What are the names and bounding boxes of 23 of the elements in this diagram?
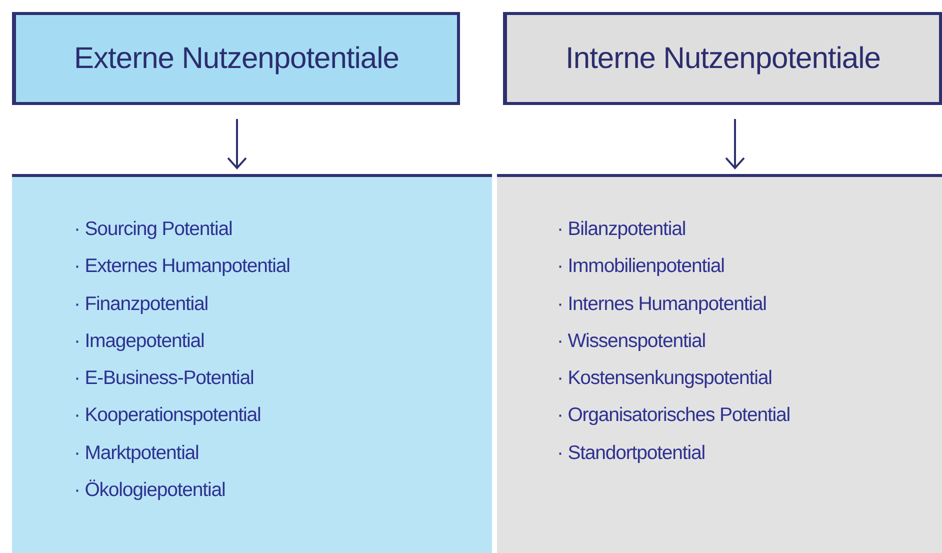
arrow: [725, 119, 745, 169]
header-box: [503, 12, 942, 105]
arrow: [227, 119, 247, 169]
list-panel: [12, 174, 492, 553]
list-item: · Finanzpotential: [74, 292, 209, 317]
list-item: · Wissenspotential: [557, 328, 707, 354]
list-item: · Standortpotential: [557, 440, 706, 466]
header-box: [12, 12, 460, 105]
list-item: · Organisatorisches Potential: [557, 403, 791, 428]
list-item: · Internes Humanpotential: [557, 292, 768, 317]
list-item: · Kostensenkungspotential: [557, 366, 773, 392]
list-item: · Bilanzpotential: [557, 217, 687, 242]
list-item: · Imagepotential: [74, 328, 206, 354]
list-item: · E-Business-Potential: [74, 366, 255, 392]
list-item: · Immobilienpotential: [557, 254, 726, 280]
list-item: · Ökologiepotential: [74, 478, 226, 504]
header-title: Externe Nutzenpotentiale: [74, 42, 399, 76]
list-item: · Externes Humanpotential: [74, 254, 291, 280]
list-item: · Kooperationspotential: [74, 403, 262, 428]
list-item: · Sourcing Potential: [74, 217, 234, 242]
header-title: Interne Nutzenpotentiale: [566, 42, 880, 76]
list-panel: [497, 174, 942, 553]
list-item: · Marktpotential: [74, 440, 200, 466]
